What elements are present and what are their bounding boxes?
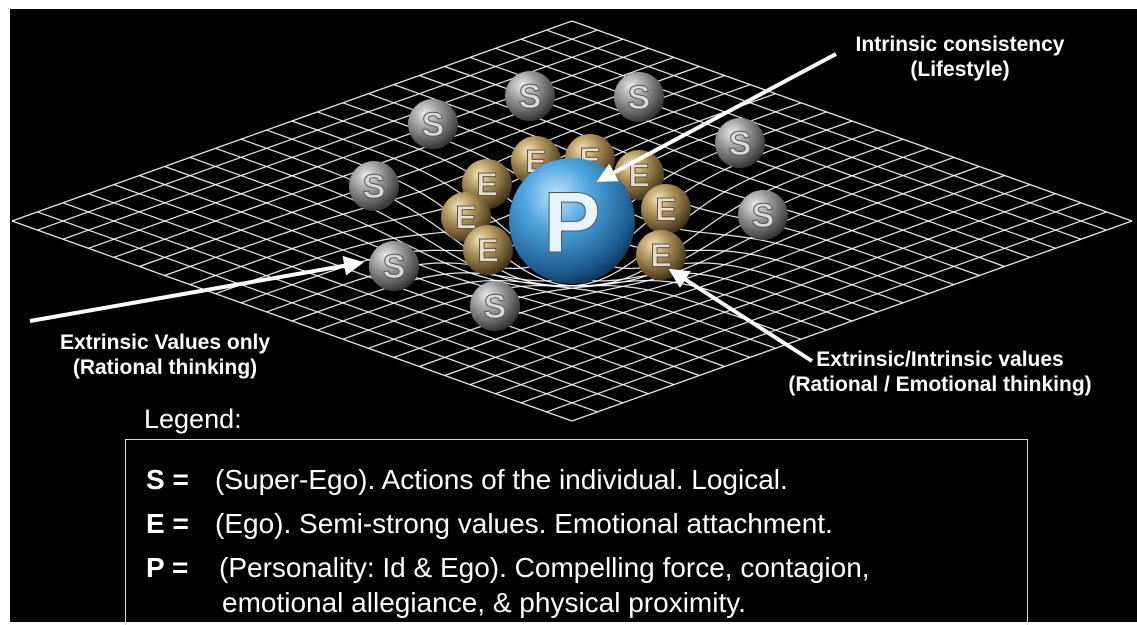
callout-mixed-line2: (Rational / Emotional thinking) [788, 373, 1092, 396]
sphere-s-2-letter: S [628, 79, 651, 117]
sphere-e-6-letter: E [455, 200, 476, 236]
legend-title: Legend: [144, 404, 242, 434]
sphere-p-letter: P [543, 175, 600, 271]
sphere-s-5-ball [349, 161, 399, 211]
grid-line [495, 47, 1056, 249]
callout-extrinsic-line2: (Rational thinking) [72, 356, 258, 379]
grid-line [444, 174, 1005, 377]
arrow-extrinsic [29, 255, 364, 323]
sphere-s-1-ball [505, 71, 555, 121]
callout-intrinsic-line1: Intrinsic consistency [855, 33, 1065, 56]
legend-key-e: E = [146, 508, 189, 539]
sphere-s-7-ball [369, 241, 419, 291]
callout-extrinsic-line1: Extrinsic Values only [59, 331, 271, 354]
grid-line [342, 138, 904, 340]
sphere-s-8: S [470, 281, 520, 331]
callout-arrows [29, 52, 837, 363]
sphere-e-7: E [463, 225, 513, 275]
sphere-s-5-letter: S [363, 168, 386, 206]
sphere-s-3-letter: S [422, 106, 445, 144]
sphere-s-8-ball [470, 281, 520, 331]
sphere-s-2-ball [614, 72, 664, 122]
legend-text-p: (Personality: Id & Ego). Compelling forc… [219, 550, 870, 620]
legend-key-s: S = [146, 464, 189, 495]
sphere-e-3-ball [614, 150, 664, 200]
grid-line [546, 29, 1107, 231]
sphere-s-2: S [614, 72, 664, 122]
sphere-e-8: E [636, 230, 686, 280]
legend-text-e: (Ego). Semi-strong values. Emotional att… [215, 508, 833, 539]
legend-box: S = (Super-Ego). Actions of the individu… [125, 439, 1028, 625]
sphere-s-6: S [738, 190, 788, 240]
legend-text-s: (Super-Ego). Actions of the individual. … [215, 464, 788, 495]
grid-line [317, 129, 878, 331]
grid-line [546, 211, 1107, 413]
arrow-mixed [668, 268, 814, 363]
sphere-s-4-letter: S [729, 125, 752, 163]
grid-line [571, 220, 1133, 422]
callout-intrinsic: Intrinsic consistency (Lifestyle) [810, 32, 1110, 82]
sphere-e-7-ball [463, 225, 513, 275]
sphere-e-8-letter: E [650, 238, 671, 274]
callout-mixed: Extrinsic/Intrinsic values (Rational / E… [743, 347, 1137, 397]
grid-line [495, 193, 1056, 395]
sphere-s-3: S [408, 99, 458, 149]
sphere-e-5-ball [641, 184, 691, 234]
sphere-s-4-ball [715, 118, 765, 168]
sphere-s-1-letter: S [519, 78, 542, 116]
callout-mixed-line1: Extrinsic/Intrinsic values [816, 348, 1064, 371]
sphere-s-6-ball [738, 190, 788, 240]
sphere-s-7: S [369, 241, 419, 291]
sphere-s-4: S [715, 118, 765, 168]
callout-extrinsic: Extrinsic Values only (Rational thinking… [20, 330, 310, 380]
sphere-p-ball [509, 158, 635, 284]
sphere-s-3-ball [408, 99, 458, 149]
sphere-e-5: E [641, 184, 691, 234]
legend-key-p: P = [146, 552, 189, 583]
sphere-e-3-letter: E [628, 158, 649, 194]
sphere-e-7-letter: E [477, 233, 498, 269]
sphere-s-7-letter: S [383, 248, 406, 286]
sphere-e-3: E [614, 150, 664, 200]
grid-line [520, 202, 1082, 404]
arrow-intrinsic [596, 52, 837, 182]
legend-text-p-line2: emotional allegiance, & physical proximi… [222, 587, 746, 618]
grid-line [419, 165, 980, 368]
grid-line [469, 184, 1031, 386]
sphere-p: P [509, 158, 635, 284]
grid-line [571, 20, 1133, 222]
sphere-s-5: S [349, 161, 399, 211]
sphere-e-5-letter: E [655, 192, 676, 228]
sphere-s-6-letter: S [752, 197, 775, 235]
legend-text-p-line1: (Personality: Id & Ego). Compelling forc… [219, 552, 870, 583]
grid-line [520, 38, 1082, 240]
sphere-e-4-letter: E [476, 167, 497, 203]
callout-intrinsic-line2: (Lifestyle) [910, 58, 1010, 81]
sphere-s-8-letter: S [484, 288, 507, 326]
sphere-s-1: S [505, 71, 555, 121]
sphere-e-8-ball [636, 230, 686, 280]
